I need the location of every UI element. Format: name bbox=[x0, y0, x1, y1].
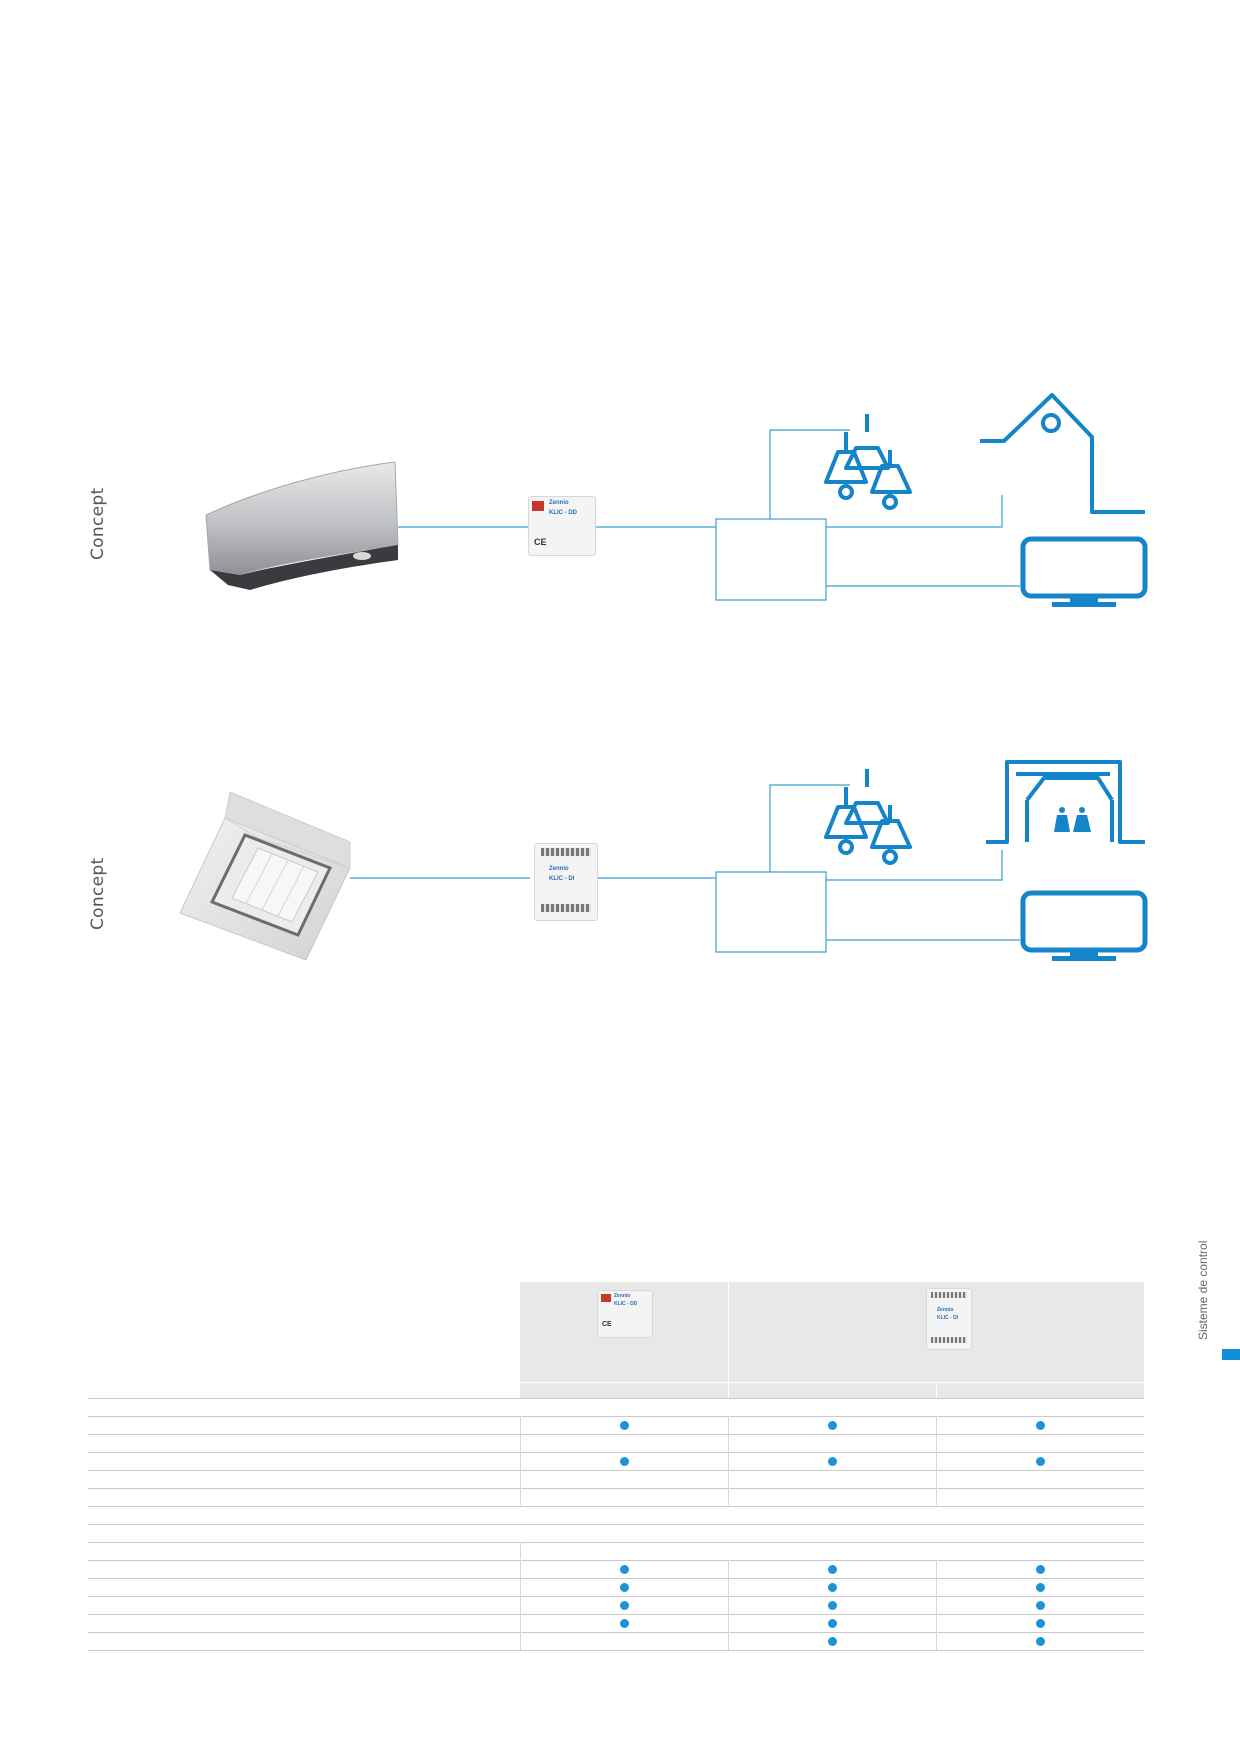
ceiling-cassette-image bbox=[179, 791, 351, 961]
feature-dot-g1-row1-col1 bbox=[620, 1421, 629, 1430]
feature-dot-g2-row1-col2 bbox=[828, 1565, 837, 1574]
device-model: KLIC - DD bbox=[549, 510, 577, 516]
feature-dot-g1-row3-col1 bbox=[620, 1457, 629, 1466]
device-model: KLIC - DI bbox=[549, 876, 575, 882]
ce-mark: CE bbox=[602, 1321, 612, 1328]
shop-icon bbox=[986, 760, 1145, 844]
feature-dot-g2-row4-col3 bbox=[1036, 1619, 1045, 1628]
pendant-lamps-icon bbox=[824, 414, 912, 510]
feature-dot-g1-row1-col3 bbox=[1036, 1421, 1045, 1430]
section-tab-marker bbox=[1222, 1349, 1240, 1360]
interface-device-klic-di: Zennio KLIC - DI bbox=[534, 843, 598, 921]
feature-dot-g2-row3-col1 bbox=[620, 1601, 629, 1610]
feature-dot-g1-row1-col2 bbox=[828, 1421, 837, 1430]
feature-dot-g2-row5-col3 bbox=[1036, 1637, 1045, 1646]
feature-dot-g2-row1-col3 bbox=[1036, 1565, 1045, 1574]
interface-device-klic-dd: Zennio KLIC - DD CE bbox=[528, 496, 596, 556]
feature-dot-g1-row3-col3 bbox=[1036, 1457, 1045, 1466]
feature-dot-g2-row4-col1 bbox=[620, 1619, 629, 1628]
feature-dot-g2-row4-col2 bbox=[828, 1619, 837, 1628]
feature-dot-g2-row2-col2 bbox=[828, 1583, 837, 1592]
feature-dot-g2-row3-col2 bbox=[828, 1601, 837, 1610]
ce-mark: CE bbox=[534, 537, 547, 547]
product-model: KLIC - DI bbox=[937, 1315, 959, 1321]
feature-dot-g2-row5-col2 bbox=[828, 1637, 837, 1646]
table-product-image-klic-di: Zennio KLIC - DI bbox=[926, 1288, 972, 1350]
house-icon bbox=[980, 393, 1145, 514]
feature-dot-g2-row1-col1 bbox=[620, 1565, 629, 1574]
product-model: KLIC - DD bbox=[614, 1301, 638, 1307]
monitor-icon bbox=[1020, 890, 1148, 961]
pendant-lamps-icon bbox=[824, 769, 912, 865]
product-brand: Zennio bbox=[937, 1307, 954, 1313]
device-brand: Zennio bbox=[549, 866, 569, 872]
table-product-image-klic-dd: Zennio KLIC - DD CE bbox=[597, 1290, 653, 1338]
feature-dot-g2-row2-col1 bbox=[620, 1583, 629, 1592]
product-brand: Zennio bbox=[614, 1293, 631, 1299]
device-brand: Zennio bbox=[549, 500, 569, 506]
feature-dot-g1-row3-col2 bbox=[828, 1457, 837, 1466]
monitor-icon bbox=[1020, 536, 1148, 607]
section-side-label: Sisteme de control bbox=[1196, 1240, 1210, 1340]
feature-dot-g2-row3-col3 bbox=[1036, 1601, 1045, 1610]
feature-dot-g2-row2-col3 bbox=[1036, 1583, 1045, 1592]
wall-mounted-unit-image bbox=[205, 461, 399, 590]
